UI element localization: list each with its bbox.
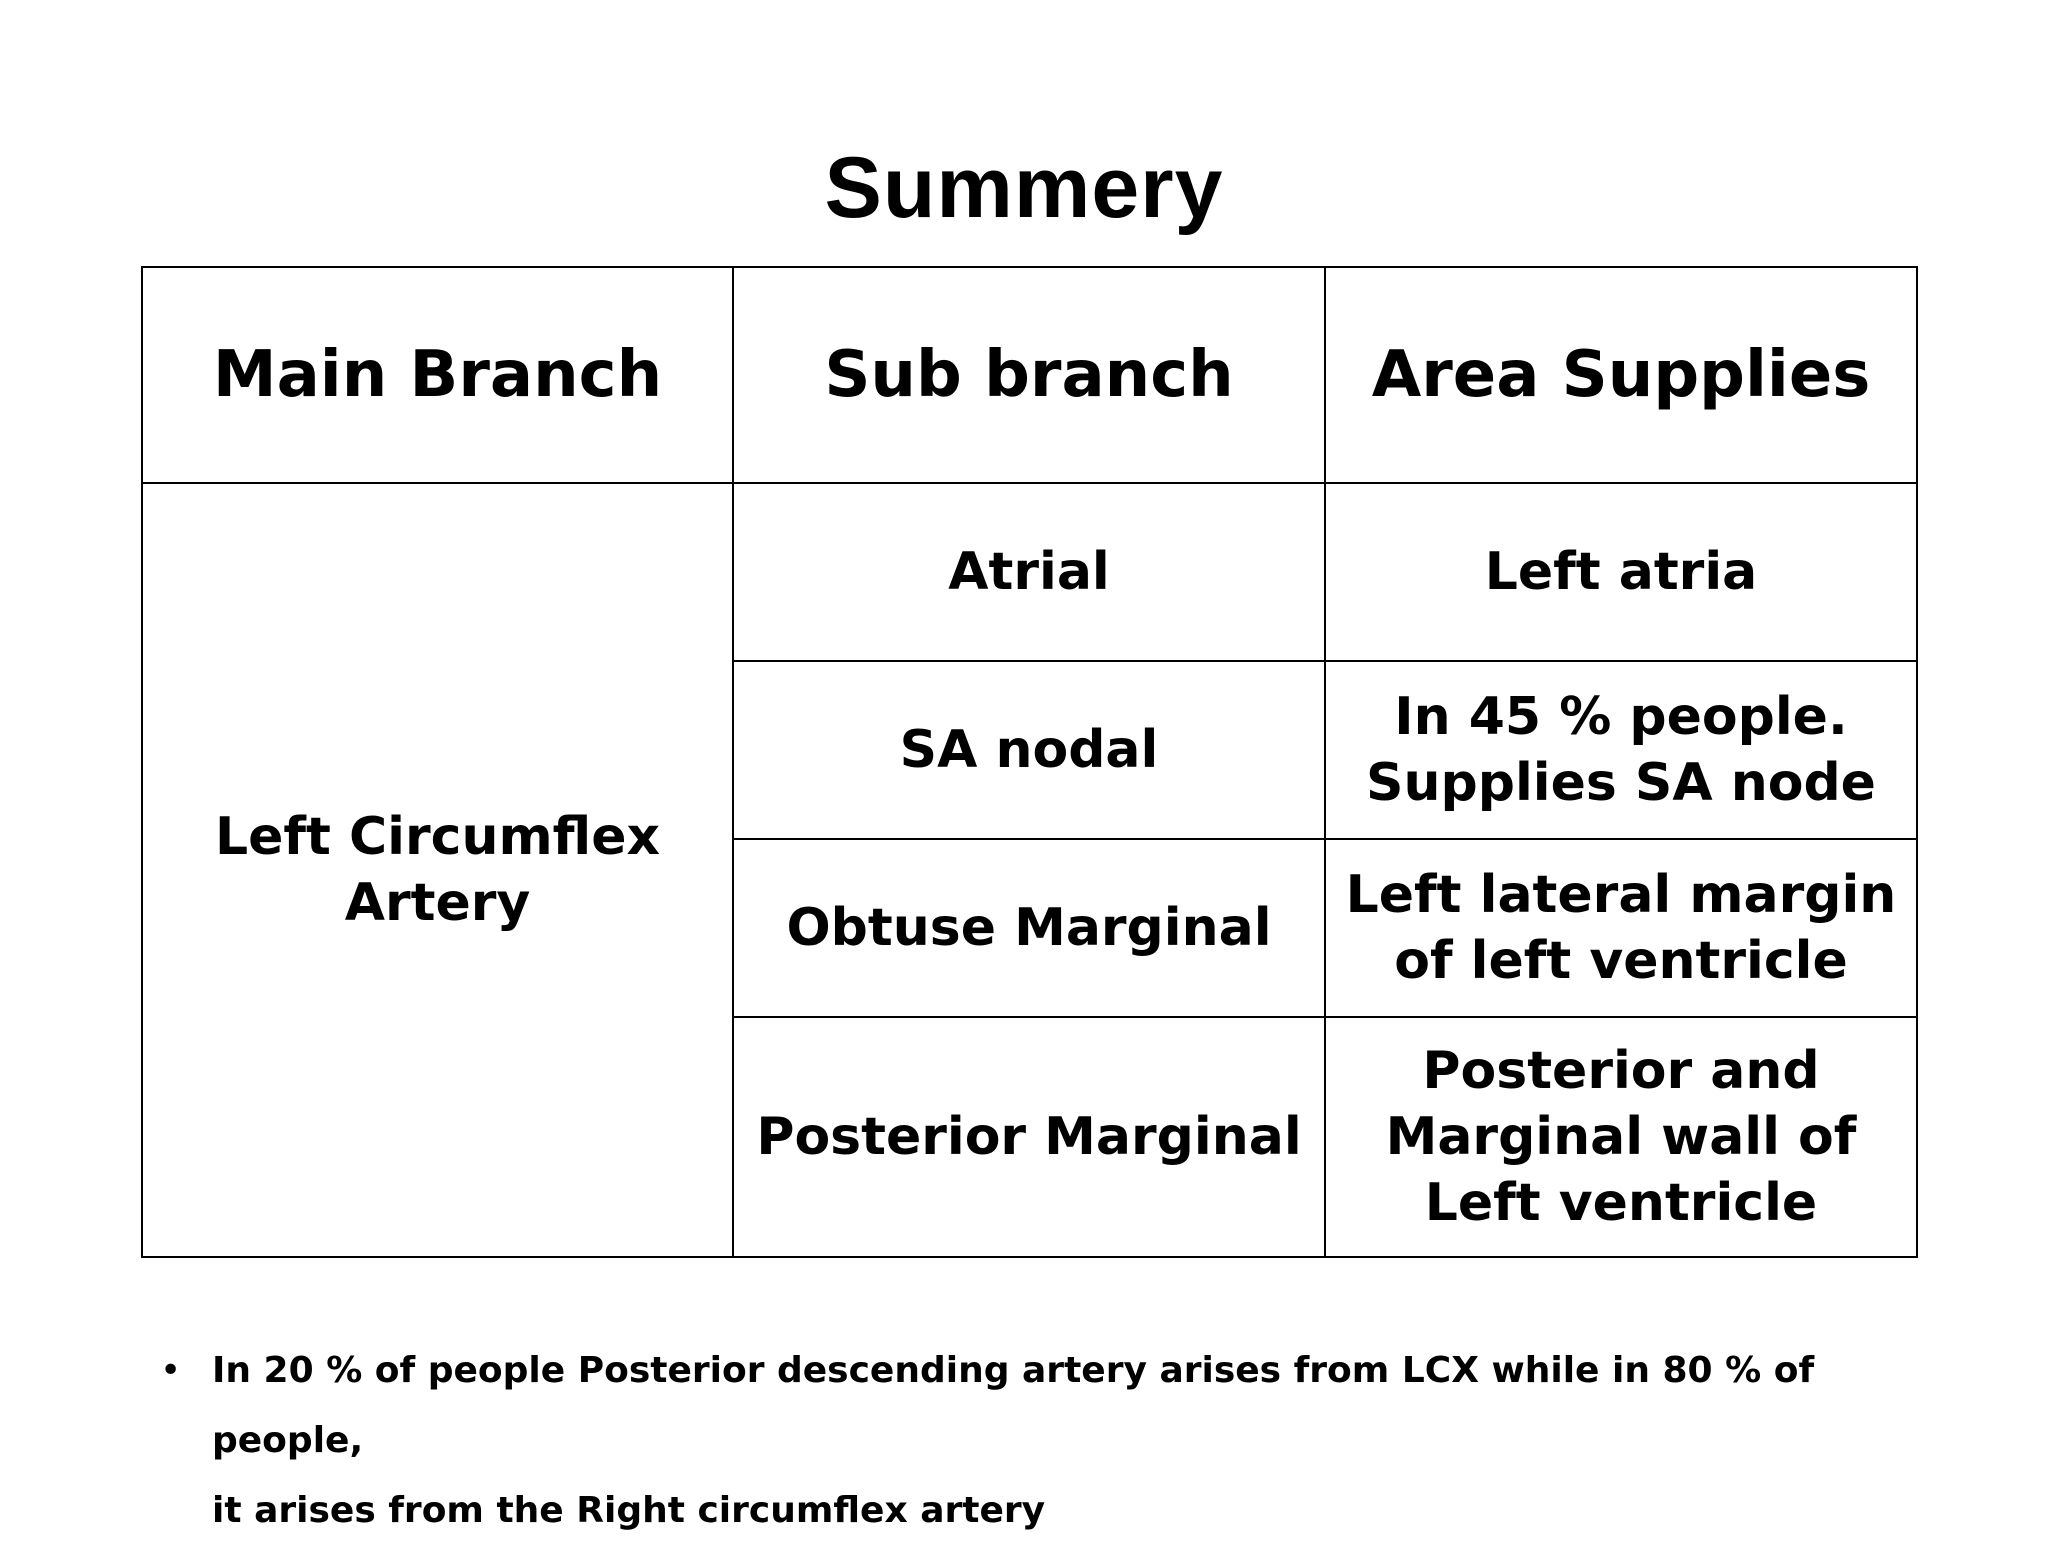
area-line: Posterior and — [1422, 1041, 1820, 1101]
note-line: it arises from the Right circumflex arte… — [212, 1490, 1046, 1531]
bullet-note: • In 20 % of people Posterior descending… — [160, 1336, 1920, 1546]
area-line: Supplies SA node — [1366, 753, 1876, 813]
sub-branch-cell: Posterior Marginal — [732, 1016, 1326, 1258]
area-line: Left atria — [1484, 542, 1758, 602]
summary-table: Main Branch Sub branch Area Supplies Lef… — [141, 266, 1918, 1258]
table-row: Left Circumflex Artery Atrial Left atria — [141, 482, 1918, 1258]
header-area-supplies: Area Supplies — [1324, 266, 1918, 484]
bullet-icon: • — [160, 1350, 182, 1391]
main-branch-line: Artery — [344, 873, 531, 933]
area-line: Marginal wall of — [1385, 1107, 1857, 1167]
sub-branch-cell: SA nodal — [732, 660, 1326, 840]
table-row: SA nodal In 45 % people. Supplies SA nod… — [142, 660, 1918, 840]
header-main-branch: Main Branch — [141, 266, 734, 484]
area-supplies-cell: Left lateral margin of left ventricle — [1324, 838, 1918, 1018]
area-supplies-cell: In 45 % people. Supplies SA node — [1324, 660, 1918, 840]
main-branch-line: Left Circumflex — [215, 807, 660, 867]
sub-branch-cell: Obtuse Marginal — [732, 838, 1326, 1018]
area-line: of left ventricle — [1394, 931, 1848, 991]
area-line: Left lateral margin — [1345, 865, 1897, 925]
area-line: Left ventricle — [1424, 1173, 1818, 1233]
table-row: Obtuse Marginal Left lateral margin of l… — [142, 838, 1918, 1018]
main-branch-cell: Left Circumflex Artery — [141, 482, 734, 1258]
sub-branch-cell: Atrial — [732, 482, 1326, 662]
note-line: In 20 % of people Posterior descending a… — [212, 1350, 1815, 1461]
slide-title: Summery — [824, 140, 1224, 236]
area-line: In 45 % people. — [1394, 687, 1848, 747]
table-row: Posterior Marginal Posterior and Margina… — [142, 1016, 1918, 1258]
area-supplies-cell: Left atria — [1324, 482, 1918, 662]
area-supplies-cell: Posterior and Marginal wall of Left vent… — [1324, 1016, 1918, 1258]
table-header-row: Main Branch Sub branch Area Supplies — [141, 266, 1918, 484]
header-sub-branch: Sub branch — [732, 266, 1326, 484]
